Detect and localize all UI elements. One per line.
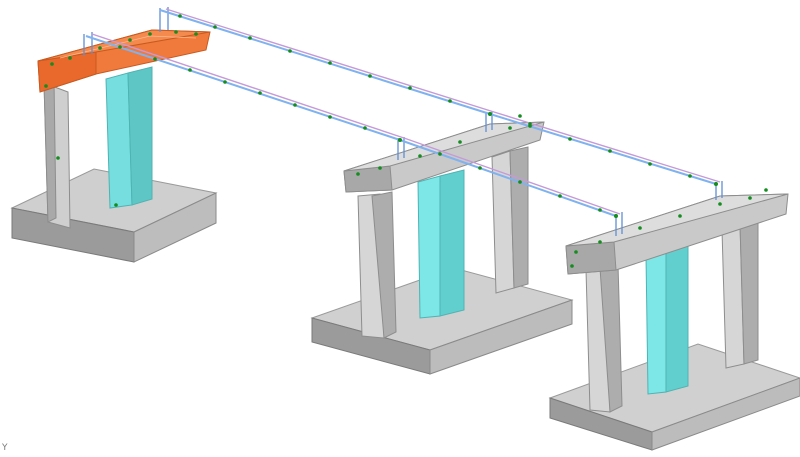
bent-1-column-left[interactable] <box>43 78 71 229</box>
bent-3-column-left[interactable] <box>585 263 623 413</box>
bent-3-pier-column[interactable] <box>645 243 689 395</box>
bent-3[interactable] <box>548 181 800 451</box>
axis-marker: Y <box>2 443 8 453</box>
bent-3-column-right[interactable] <box>721 219 759 369</box>
bent-1-pier-cap[interactable] <box>37 29 211 93</box>
bent-1[interactable] <box>10 7 218 263</box>
bent-2-column-left[interactable] <box>357 191 397 339</box>
node-markers[interactable] <box>44 14 768 268</box>
bent-2-pier-cap[interactable] <box>343 121 545 193</box>
bent-1-bearings <box>83 7 169 56</box>
bent-1-pier-column[interactable] <box>105 66 153 209</box>
bent-2-pier-column[interactable] <box>417 169 465 319</box>
girder-line-lower[interactable] <box>85 33 621 217</box>
bent-2-column-right[interactable] <box>491 146 529 294</box>
bent-2[interactable] <box>310 111 574 375</box>
